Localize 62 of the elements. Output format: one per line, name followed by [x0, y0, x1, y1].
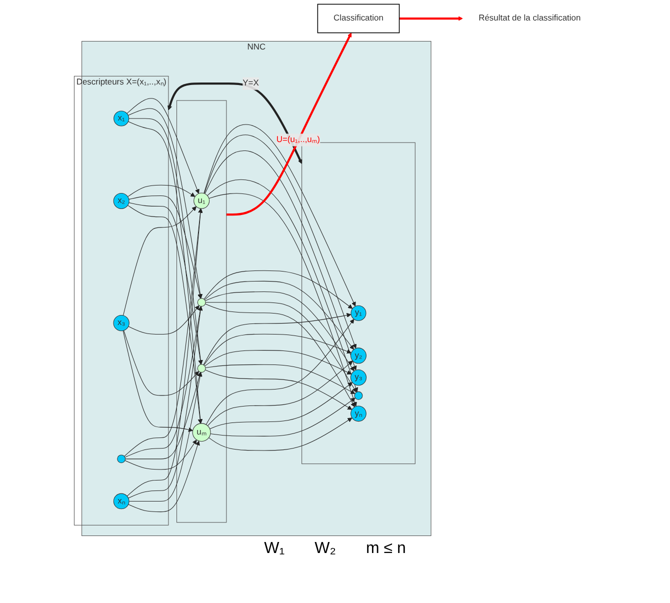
arrow [128, 440, 200, 512]
cluster [301, 142, 415, 464]
node-circle: x₃ [112, 315, 129, 332]
arrow [126, 208, 202, 496]
edge-label: U=(u₁,..,uₘ) [276, 135, 320, 144]
arrow [207, 360, 352, 426]
arrow [204, 292, 354, 372]
node-circle: uₘ [192, 423, 210, 442]
arrow [128, 108, 202, 299]
arrow [204, 370, 352, 410]
arrow [128, 118, 203, 365]
arrow [128, 202, 202, 365]
arrow [203, 270, 352, 309]
arrow [204, 150, 356, 370]
node-circle [354, 391, 362, 400]
node-circle: x₂ [112, 193, 129, 209]
arrow [127, 184, 195, 197]
weight-label: W₁ [264, 540, 285, 558]
arrow [204, 302, 356, 392]
arrow [167, 82, 302, 164]
node-circle [196, 364, 206, 373]
node-text: Résultat de la classification [478, 14, 580, 23]
arrow [128, 195, 202, 299]
arrow [398, 16, 463, 21]
arrow [209, 382, 352, 430]
arrow [124, 306, 202, 458]
arrow [127, 205, 202, 424]
arrow [128, 372, 202, 502]
weight-label: m ≤ n [366, 540, 406, 558]
node-circle [196, 298, 206, 307]
node-circle [116, 454, 126, 464]
arrow [204, 350, 352, 374]
arrow [128, 121, 202, 424]
weight-label: W₂ [314, 540, 336, 558]
arrow [122, 206, 196, 316]
arrow [128, 305, 199, 335]
edge-label: Y=X [242, 78, 258, 88]
arrow [203, 124, 356, 306]
arrow [204, 134, 356, 349]
arrow [208, 418, 352, 451]
arrow [210, 398, 356, 436]
arrow [128, 306, 202, 498]
arrow [204, 280, 354, 350]
node-circle: u₁ [193, 192, 210, 209]
arrow [205, 318, 354, 425]
arrow [202, 312, 351, 366]
node-circle: xₙ [113, 493, 129, 510]
node-circle: x₁ [113, 110, 129, 126]
arrow [203, 334, 352, 366]
node-circle: y₃ [350, 369, 366, 386]
arrow [226, 32, 352, 216]
node-circle: y₁ [350, 305, 366, 321]
arrow [126, 98, 199, 194]
cluster [176, 100, 226, 523]
node-box: Classification [316, 4, 400, 34]
arrow [204, 304, 355, 408]
node-circle: y₂ [350, 348, 366, 364]
node-circle: yₙ [350, 406, 366, 422]
arrow [124, 440, 196, 470]
arrow [204, 364, 355, 394]
arrow [123, 330, 199, 396]
arrow [122, 330, 193, 432]
